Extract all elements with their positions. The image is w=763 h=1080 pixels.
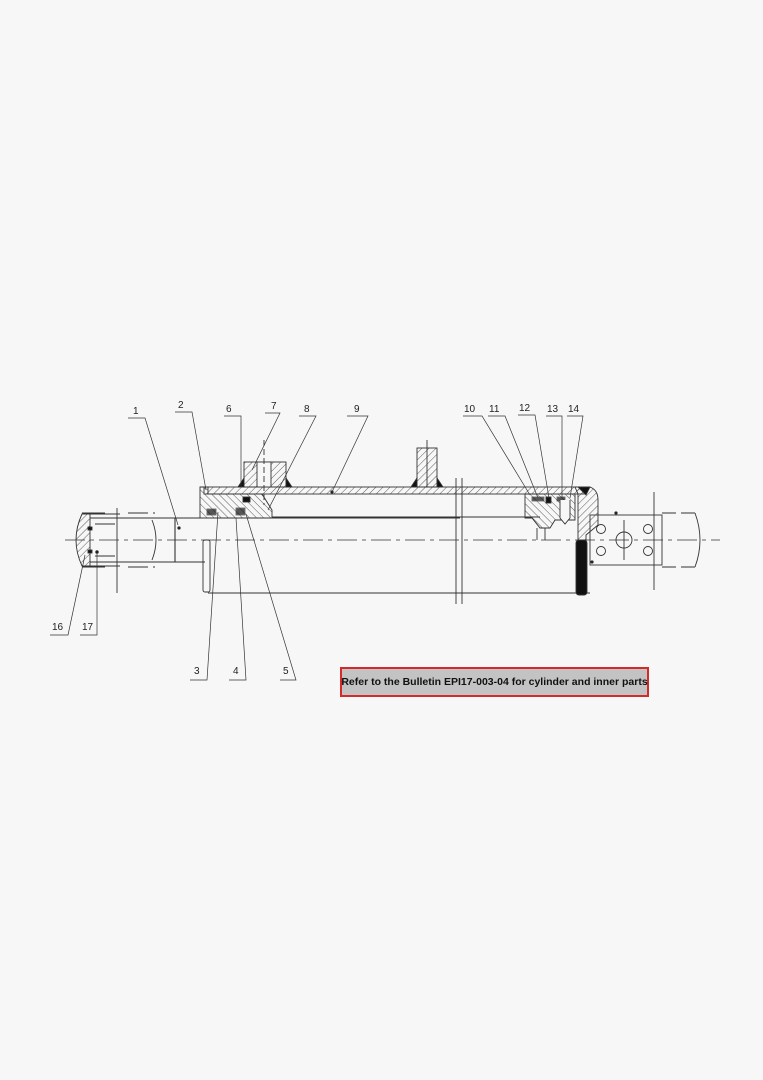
part-label-6: 6: [226, 404, 232, 415]
leader-lines: [50, 411, 584, 681]
bulletin-reference-text: Refer to the Bulletin EPI17-003-04 for c…: [341, 676, 648, 688]
end-cap: [524, 486, 599, 596]
rod-eye-left: [75, 508, 157, 593]
gland: [199, 486, 273, 519]
part-label-11: 11: [489, 404, 500, 415]
port-boss-mid: [410, 440, 444, 488]
part-label-12: 12: [519, 403, 531, 414]
clevis-right: [589, 492, 701, 590]
port-boss-left: [237, 440, 293, 505]
part-label-1: 1: [133, 406, 139, 417]
part-label-17: 17: [82, 622, 94, 633]
part-label-10: 10: [464, 404, 476, 415]
piston-rod: [90, 517, 460, 563]
bulletin-reference-note: Refer to the Bulletin EPI17-003-04 for c…: [340, 667, 649, 697]
part-label-13: 13: [547, 404, 559, 415]
part-label-5: 5: [283, 666, 289, 677]
part-label-3: 3: [194, 666, 200, 677]
part-label-2: 2: [178, 400, 184, 411]
part-label-8: 8: [304, 404, 310, 415]
part-label-4: 4: [233, 666, 239, 677]
part-labels: 1 2 6 7 8 9 10 11 12 13 14 16 17 3 4 5: [52, 400, 580, 677]
part-label-7: 7: [271, 401, 277, 412]
part-label-16: 16: [52, 622, 64, 633]
stop-ring: [202, 539, 211, 593]
part-label-9: 9: [354, 404, 360, 415]
part-label-14: 14: [568, 404, 580, 415]
